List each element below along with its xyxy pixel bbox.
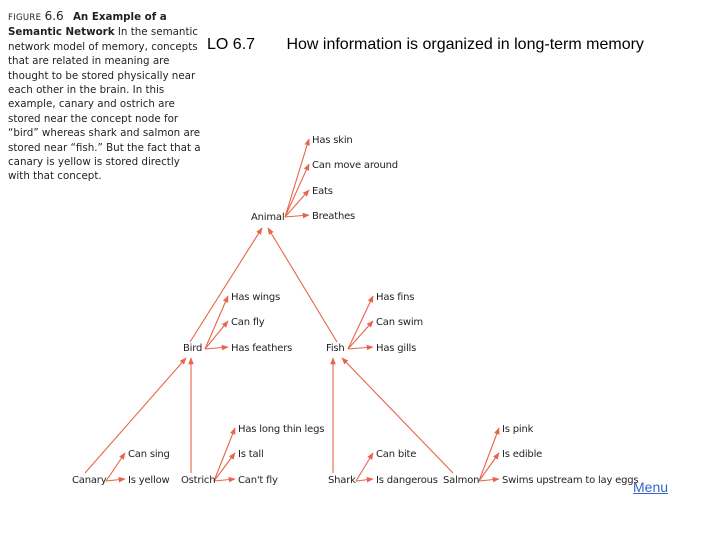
property-arrow-animal-3	[284, 189, 310, 218]
figure-body: In the semantic network model of memory,…	[8, 26, 201, 183]
property-arrow-salmon-1	[478, 427, 500, 482]
figure-title: An Example of a Semantic Network	[8, 11, 167, 39]
property-label-animal-3: Eats	[312, 186, 333, 197]
property-label-animal-2: Can move around	[312, 160, 398, 171]
property-arrow-canary-2	[105, 476, 126, 483]
isa-arrow-bird-to-animal	[189, 227, 263, 343]
concept-node-shark: Shark	[328, 475, 356, 486]
property-label-salmon-2: Is edible	[502, 449, 542, 460]
property-arrow-fish-1	[347, 295, 374, 350]
property-arrow-animal-2	[284, 163, 310, 218]
isa-arrow-salmon-to-fish	[341, 357, 454, 474]
property-label-bird-2: Can fly	[231, 317, 265, 328]
property-label-animal-4: Breathes	[312, 211, 355, 222]
property-label-ostrich-3: Can't fly	[238, 475, 278, 486]
property-arrow-shark-2	[355, 476, 374, 483]
property-label-shark-1: Can bite	[376, 449, 416, 460]
property-label-shark-2: Is dangerous	[376, 475, 438, 486]
concept-node-ostrich: Ostrich	[181, 475, 215, 486]
property-arrow-ostrich-3	[213, 476, 236, 483]
property-arrow-bird-1	[204, 295, 229, 350]
isa-arrow-canary-to-bird	[84, 357, 187, 474]
property-arrow-animal-4	[284, 212, 310, 219]
property-label-bird-1: Has wings	[231, 292, 280, 303]
isa-arrow-fish-to-animal	[267, 227, 338, 343]
property-arrow-shark-1	[355, 452, 374, 482]
concept-node-bird: Bird	[183, 343, 202, 354]
property-arrow-bird-2	[204, 320, 229, 350]
concept-node-animal: Animal	[251, 212, 284, 223]
property-label-bird-3: Has feathers	[231, 343, 292, 354]
property-arrow-salmon-3	[478, 476, 500, 483]
property-arrow-canary-1	[105, 452, 126, 482]
slide-header: LO 6.7 How information is organized in l…	[207, 36, 644, 54]
figure-caption: FIGURE 6.6 An Example of a Semantic Netw…	[8, 9, 204, 184]
property-label-salmon-1: Is pink	[502, 424, 534, 435]
property-arrow-fish-2	[347, 320, 374, 350]
property-label-canary-1: Can sing	[128, 449, 170, 460]
property-label-salmon-3: Swims upstream to lay eggs	[502, 475, 638, 486]
menu-link[interactable]: Menu	[633, 479, 669, 495]
property-arrow-fish-3	[347, 344, 374, 351]
property-arrow-ostrich-2	[213, 452, 236, 482]
property-label-canary-2: Is yellow	[128, 475, 169, 486]
property-label-animal-1: Has skin	[312, 135, 353, 146]
property-label-fish-1: Has fins	[376, 292, 414, 303]
network-edges	[84, 138, 500, 483]
concept-node-canary: Canary	[72, 475, 107, 486]
concept-node-salmon: Salmon	[443, 475, 479, 486]
property-arrow-salmon-2	[478, 452, 500, 482]
property-label-fish-2: Can swim	[376, 317, 423, 328]
property-label-ostrich-1: Has long thin legs	[238, 424, 324, 435]
figure-label: FIGURE	[8, 13, 42, 23]
learning-objective-code: LO 6.7	[207, 36, 256, 53]
property-label-ostrich-2: Is tall	[238, 449, 264, 460]
property-arrow-animal-1	[284, 138, 310, 218]
slide-title: How information is organized in long-ter…	[286, 36, 644, 53]
property-arrow-ostrich-1	[213, 427, 236, 482]
figure-number: 6.6	[44, 9, 64, 23]
property-arrow-bird-3	[204, 344, 229, 351]
concept-node-fish: Fish	[326, 343, 345, 354]
property-label-fish-3: Has gills	[376, 343, 416, 354]
